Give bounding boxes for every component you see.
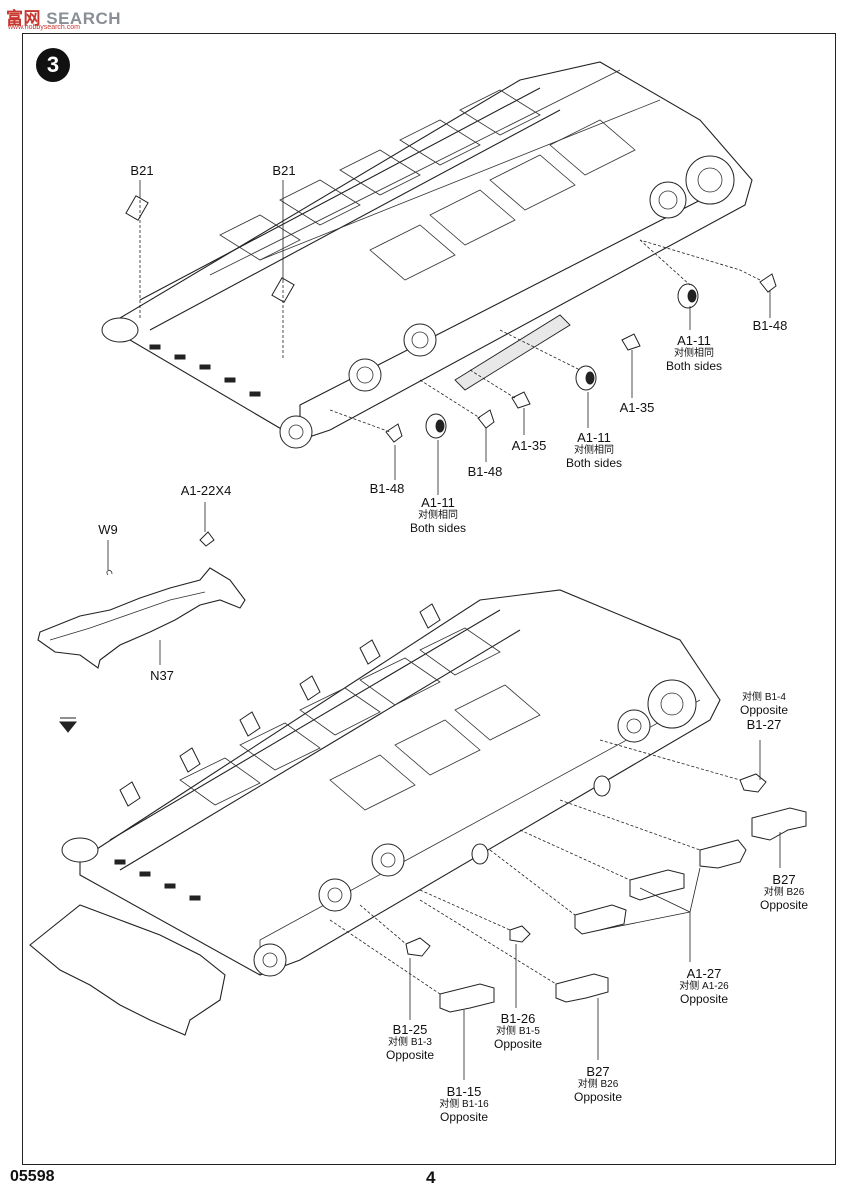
label-a1-35-right: A1-35 (619, 400, 655, 415)
label-a1-35-left: A1-35 (511, 438, 547, 453)
label-b1-48-left: B1-48 (369, 481, 405, 496)
label-b21-right: B21 (272, 163, 296, 178)
label-a1-22x4: A1-22X4 (180, 483, 232, 498)
page-number: 4 (426, 1168, 436, 1187)
label-b1-25: B1-25 对侧 B1-3 Opposite (385, 1022, 435, 1062)
label-a1-11-right: A1-11 对侧相同 Both sides (665, 333, 723, 373)
top-hull-drawing (101, 61, 777, 495)
label-n37: N37 (150, 668, 174, 683)
label-a1-11-middle: A1-11 对侧相同 Both sides (565, 430, 623, 470)
label-a1-27: A1-27 对侧 A1-26 Opposite (679, 966, 729, 1006)
label-w9: W9 (98, 522, 118, 537)
bottom-hull-drawing (29, 589, 807, 1080)
product-code: 05598 (10, 1168, 55, 1185)
label-b21-left: B21 (130, 163, 154, 178)
swing-arm-parts (405, 773, 807, 1013)
watermark-logo: 富网 SEARCH (6, 9, 122, 28)
instruction-frame (22, 33, 836, 1165)
label-b1-48-middle: B1-48 (467, 464, 503, 479)
direction-arrow-icon (58, 717, 78, 733)
label-b27-bottom: B27 对侧 B26 Opposite (573, 1064, 623, 1104)
label-b1-27: 对侧 B1-4 Opposite B1-27 (739, 692, 789, 732)
watermark-url: www.hobbysearch.com (8, 24, 80, 31)
label-b27-right: B27 对侧 B26 Opposite (759, 872, 809, 912)
step-number-badge: 3 (36, 48, 70, 82)
label-b1-26: B1-26 对侧 B1-5 Opposite (493, 1011, 543, 1051)
n37-frame-drawing (37, 502, 246, 669)
label-a1-11-left: A1-11 对侧相同 Both sides (409, 495, 467, 535)
road-wheel-parts (425, 283, 699, 439)
label-b1-15: B1-15 对侧 B1-16 Opposite (439, 1084, 489, 1124)
label-b1-48-right: B1-48 (752, 318, 788, 333)
